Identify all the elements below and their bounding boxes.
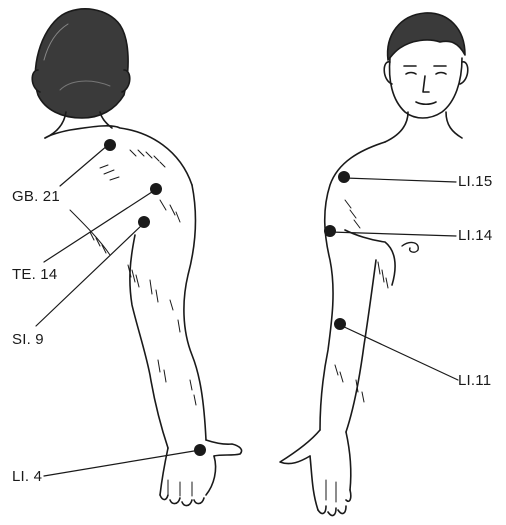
point-li11-dot [334,318,346,330]
point-gb21-dot [104,139,116,151]
point-te14-dot [150,183,162,195]
label-te14: TE. 14 [12,266,57,283]
label-li11: LI.11 [458,372,491,389]
label-li15: LI.15 [458,173,492,190]
label-si9: SI. 9 [12,331,44,348]
point-si9-dot [138,216,150,228]
label-gb21: GB. 21 [12,188,60,205]
front-view-figure [280,13,468,516]
point-li14-dot [324,225,336,237]
back-head-hair [35,9,128,118]
back-view-figure [32,9,241,506]
front-head-hair [388,13,465,60]
label-li4: LI. 4 [12,468,42,485]
label-li14: LI.14 [458,227,492,244]
point-li4-dot [194,444,206,456]
leader-lines [36,145,458,476]
point-li15-dot [338,171,350,183]
